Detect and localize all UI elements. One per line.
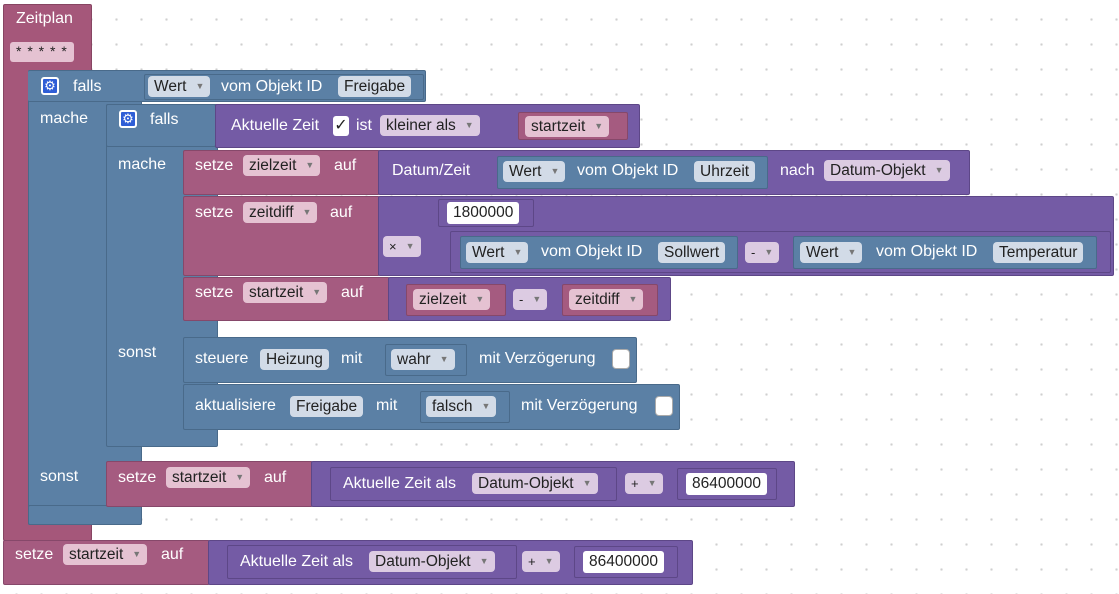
mit-label: mit [341,350,363,367]
inner-if-gear-icon[interactable]: ⚙ [119,110,137,128]
inner-else-label: sonst [118,344,157,361]
plus-op-dropdown[interactable]: +▼ [625,473,663,494]
auf-label: auf [330,204,353,221]
auf-label: auf [341,284,364,301]
startzeit-var-dropdown[interactable]: startzeit▼ [525,116,610,137]
startzeit-var-dropdown[interactable]: startzeit▼ [63,544,148,565]
zeitdiff-var-dropdown[interactable]: zeitdiff▼ [243,202,318,223]
object-id-field[interactable]: Sollwert [658,242,726,263]
update-label: aktualisiere [195,397,276,414]
setze-label: setze [195,284,234,301]
plus-op-dropdown[interactable]: +▼ [522,551,560,572]
delay-label: mit Verzögerung [521,397,638,414]
from-object-label: vom Objekt ID [577,162,679,179]
outer-if-footer [28,505,142,525]
outer-do-label: mache [40,110,89,127]
time-checkbox[interactable]: ✓ [333,116,349,136]
setze-label: setze [118,469,157,486]
startzeit-var-dropdown[interactable]: startzeit▼ [243,282,328,303]
zielzeit-var-dropdown[interactable]: zielzeit▼ [243,155,321,176]
schedule-pattern-field[interactable]: * * * * * [10,42,74,62]
from-object-label: vom Objekt ID [221,78,323,95]
inner-do-label: mache [118,156,167,173]
delay-label: mit Verzögerung [479,350,596,367]
control-label: steuere [195,350,249,367]
number-field[interactable]: 86400000 [686,473,767,495]
bool-dropdown[interactable]: falsch▼ [426,396,497,417]
from-object-label: vom Objekt ID [541,243,643,260]
schedule-label: Zeitplan [16,10,73,27]
multiply-op-dropdown[interactable]: ×▼ [383,236,421,257]
outer-if-gear-icon[interactable]: ⚙ [41,77,59,95]
mit-label: mit [376,397,398,414]
minus-op-dropdown[interactable]: -▼ [513,289,548,310]
object-id-field[interactable]: Heizung [260,349,329,370]
object-id-field[interactable]: Uhrzeit [694,161,756,182]
outer-else-label: sonst [40,468,79,485]
setze-label: setze [15,546,54,563]
setze-label: setze [195,157,234,174]
date-type-dropdown[interactable]: Datum-Objekt▼ [472,473,598,494]
minus-op-dropdown[interactable]: -▼ [745,242,780,263]
auf-label: auf [264,469,287,486]
time-as-label: Aktuelle Zeit als [240,553,353,570]
outer-if-label: falls [73,78,102,95]
date-time-label: Datum/Zeit [392,162,471,179]
delay-checkbox[interactable] [612,349,630,369]
object-id-field[interactable]: Freigabe [290,396,364,417]
number-field[interactable]: 1800000 [447,202,520,224]
startzeit-var-dropdown[interactable]: startzeit▼ [166,467,251,488]
inner-if-label: falls [150,111,179,128]
date-type-dropdown[interactable]: Datum-Objekt▼ [369,551,495,572]
delay-checkbox[interactable] [655,396,673,416]
date-type-dropdown[interactable]: Datum-Objekt▼ [824,160,950,181]
time-as-label: Aktuelle Zeit als [343,475,456,492]
compare-dropdown[interactable]: kleiner als▼ [380,115,480,136]
nach-label: nach [780,162,815,179]
object-id-field[interactable]: Temperatur [993,242,1084,263]
from-object-label: vom Objekt ID [876,243,978,260]
current-time-label: Aktuelle Zeit [231,117,320,134]
auf-label: auf [334,157,357,174]
zielzeit-var-dropdown[interactable]: zielzeit▼ [413,289,491,310]
ist-label: ist [356,117,372,134]
prop-dropdown[interactable]: Wert▼ [503,161,566,182]
prop-dropdown[interactable]: Wert▼ [466,242,529,263]
object-id-field[interactable]: Freigabe [338,76,412,97]
auf-label: auf [161,546,184,563]
number-field[interactable]: 86400000 [583,551,664,573]
bool-dropdown[interactable]: wahr▼ [391,349,455,370]
zeitdiff-var-dropdown[interactable]: zeitdiff▼ [569,289,644,310]
prop-dropdown[interactable]: Wert▼ [148,76,211,97]
prop-dropdown[interactable]: Wert▼ [800,242,863,263]
setze-label: setze [195,204,234,221]
